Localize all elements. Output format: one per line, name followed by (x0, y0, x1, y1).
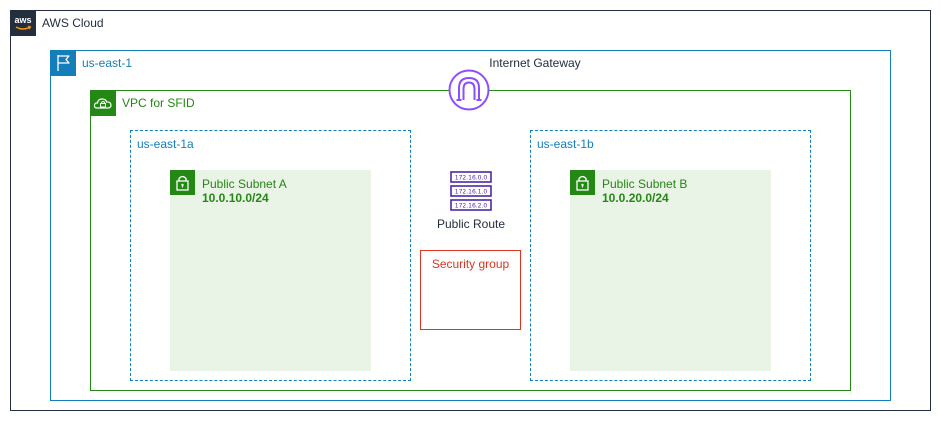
route-entry-3: 172.16.2.0 (455, 203, 488, 210)
public-subnet-b-name: Public Subnet B (602, 177, 688, 191)
security-group (420, 250, 521, 330)
public-subnet-a-cidr: 10.0.10.0/24 (202, 191, 269, 205)
availability-zone-a-label: us-east-1a (137, 137, 194, 151)
public-subnet-b-text: Public Subnet B 10.0.20.0/24 (602, 177, 687, 205)
vpc-cloud-lock-icon (90, 90, 116, 116)
security-group-label: Security group (431, 257, 510, 271)
subnet-lock-icon (570, 170, 595, 195)
public-subnet-a-name: Public Subnet A (202, 177, 287, 191)
aws-logo-text: aws (14, 15, 31, 25)
route-table-label: Public Route (436, 217, 506, 231)
public-subnet-a-text: Public Subnet A 10.0.10.0/24 (202, 177, 287, 205)
route-table-icon: 172.16.0.0 172.16.1.0 172.16.2.0 (450, 170, 492, 212)
region-group (50, 50, 891, 401)
vpc-label: VPC for SFID (122, 96, 195, 110)
internet-gateway-label: Internet Gateway (489, 56, 581, 70)
availability-zone-a (130, 130, 411, 381)
route-entry-2: 172.16.1.0 (455, 189, 488, 196)
aws-logo-icon: aws (10, 10, 36, 36)
aws-cloud-group (10, 10, 931, 411)
aws-cloud-label: AWS Cloud (42, 16, 104, 30)
internet-gateway-icon (448, 69, 490, 111)
availability-zone-b-label: us-east-1b (537, 137, 594, 151)
public-subnet-b-cidr: 10.0.20.0/24 (602, 191, 669, 205)
public-subnet-b (570, 170, 771, 371)
route-entry-1: 172.16.0.0 (455, 175, 488, 182)
region-flag-icon (50, 50, 76, 76)
subnet-lock-icon (170, 170, 195, 195)
availability-zone-b (530, 130, 811, 381)
public-subnet-a (170, 170, 371, 371)
region-label: us-east-1 (82, 56, 133, 70)
